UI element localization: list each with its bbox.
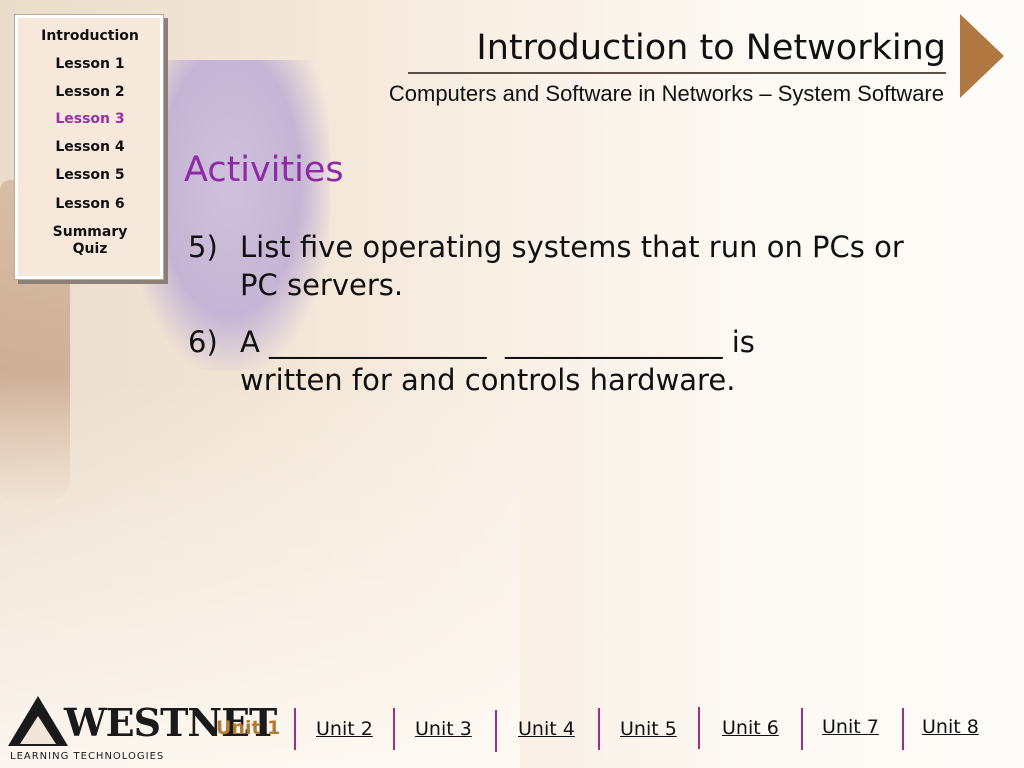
logo-tagline: LEARNING TECHNOLOGIES <box>10 751 165 762</box>
activity-item-6: 6) A _______________ _______________ is … <box>188 323 988 403</box>
nav-item-quiz[interactable]: Quiz <box>72 241 108 257</box>
background-fog <box>0 380 520 768</box>
section-heading: Activities <box>184 150 344 190</box>
title-divider <box>408 72 946 74</box>
lesson-nav-panel: Introduction Lesson 1 Lesson 2 Lesson 3 … <box>14 14 164 280</box>
nav-item-lesson-3[interactable]: Lesson 3 <box>55 111 125 127</box>
nav-item-lesson-5[interactable]: Lesson 5 <box>55 167 125 183</box>
activity-item-5: 5) List five operating systems that run … <box>188 228 988 308</box>
logo-triangle-inner <box>20 716 56 744</box>
nav-item-introduction[interactable]: Introduction <box>41 28 139 44</box>
unit-separator <box>393 708 395 750</box>
activity-text-line2: written for and controls hardware. <box>240 363 736 397</box>
westnet-logo: WESTNET LEARNING TECHNOLOGIES <box>6 694 277 764</box>
activity-text-line1: List five operating systems that run on … <box>240 230 904 264</box>
unit-link-7[interactable]: Unit 7 <box>822 716 879 738</box>
activity-text-line2: PC servers. <box>240 268 404 302</box>
unit-link-8[interactable]: Unit 8 <box>922 716 979 738</box>
unit-link-6[interactable]: Unit 6 <box>722 717 779 739</box>
nav-item-lesson-6[interactable]: Lesson 6 <box>55 196 125 212</box>
unit-link-2[interactable]: Unit 2 <box>316 718 373 740</box>
unit-separator <box>598 708 600 750</box>
unit-separator <box>902 708 904 750</box>
nav-item-lesson-4[interactable]: Lesson 4 <box>55 139 125 155</box>
unit-separator <box>801 708 803 750</box>
unit-link-1[interactable]: Unit 1 <box>216 717 281 739</box>
nav-item-summary[interactable]: Summary <box>52 224 128 240</box>
nav-item-lesson-2[interactable]: Lesson 2 <box>55 84 125 100</box>
page-subtitle: Computers and Software in Networks – Sys… <box>388 81 944 106</box>
unit-link-4[interactable]: Unit 4 <box>518 718 575 740</box>
unit-separator <box>698 707 700 749</box>
unit-separator <box>294 708 296 750</box>
unit-link-5[interactable]: Unit 5 <box>620 718 677 740</box>
activity-number: 6) <box>188 325 218 359</box>
unit-link-3[interactable]: Unit 3 <box>415 718 472 740</box>
unit-separator <box>495 710 497 752</box>
page-title: Introduction to Networking <box>476 28 946 68</box>
logo-wordmark: WESTNET <box>64 700 277 745</box>
activity-number: 5) <box>188 230 218 264</box>
activity-text-line1: A _______________ _______________ is <box>240 325 755 359</box>
next-arrow-icon[interactable] <box>960 14 1004 98</box>
nav-item-lesson-1[interactable]: Lesson 1 <box>55 56 125 72</box>
